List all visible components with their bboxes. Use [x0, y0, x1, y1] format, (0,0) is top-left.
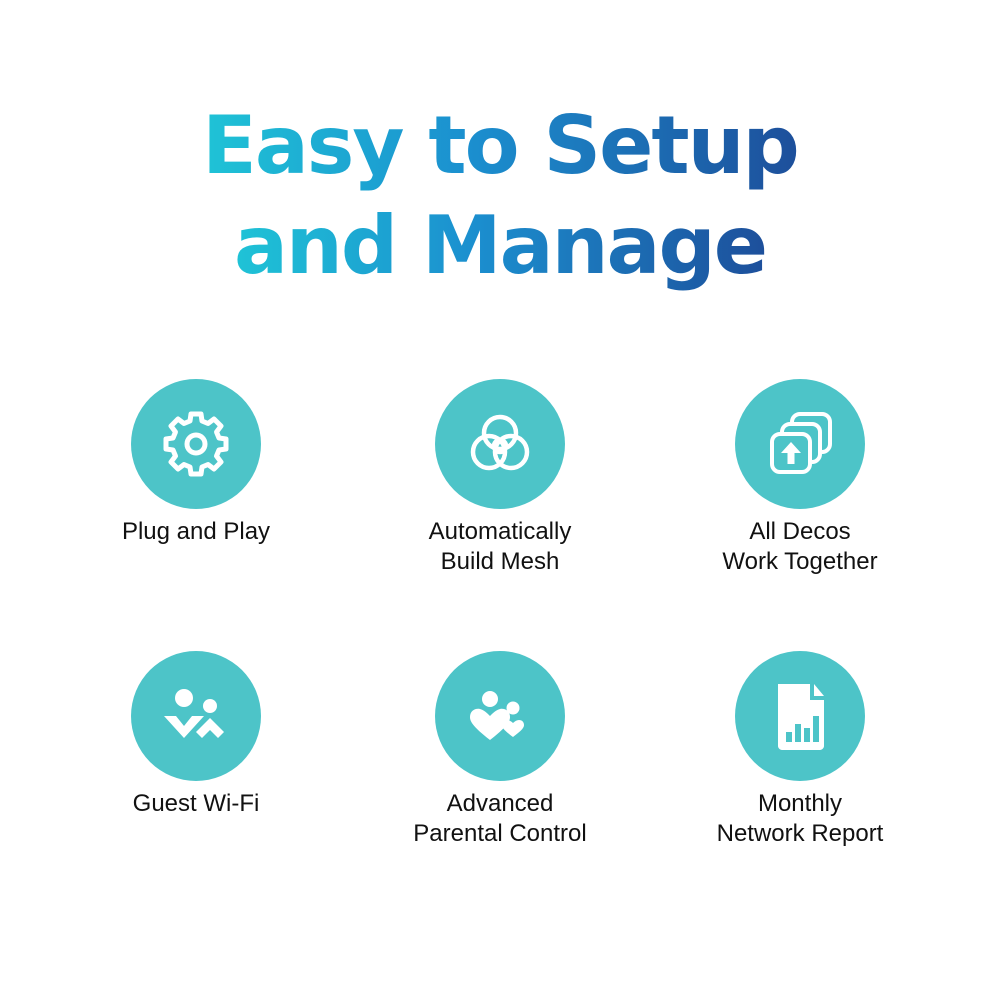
gear-icon — [163, 411, 229, 477]
feature-decos-together: All Decos Work Together — [650, 379, 950, 577]
feature-label: Plug and Play — [121, 518, 271, 545]
guest-users-icon — [164, 689, 224, 738]
feature-label: All Decos Work Together — [722, 518, 878, 575]
feature-label: Monthly Network Report — [716, 790, 884, 847]
stacked-devices-icon — [770, 412, 832, 474]
feature-plug-and-play: Plug and Play — [46, 379, 346, 547]
feature-label: Automatically Build Mesh — [428, 518, 572, 575]
title-line-1: Easy to Setup — [202, 96, 800, 196]
icon-circle — [435, 379, 565, 509]
icon-circle — [131, 651, 261, 781]
feature-label: Advanced Parental Control — [413, 790, 587, 847]
feature-parental-control: Advanced Parental Control — [350, 651, 650, 849]
icon-circle — [131, 379, 261, 509]
family-heart-icon — [470, 691, 524, 740]
mesh-icon — [470, 414, 530, 471]
page-title: Easy to Setup and Manage — [0, 96, 1000, 296]
feature-build-mesh: Automatically Build Mesh — [350, 379, 650, 577]
report-chart-icon — [778, 684, 824, 750]
title-line-2: and Manage — [234, 196, 768, 296]
icon-circle — [435, 651, 565, 781]
feature-guest-wifi: Guest Wi-Fi — [46, 651, 346, 819]
icon-circle — [735, 379, 865, 509]
feature-network-report: Monthly Network Report — [650, 651, 950, 849]
icon-circle — [735, 651, 865, 781]
feature-label: Guest Wi-Fi — [132, 790, 260, 817]
